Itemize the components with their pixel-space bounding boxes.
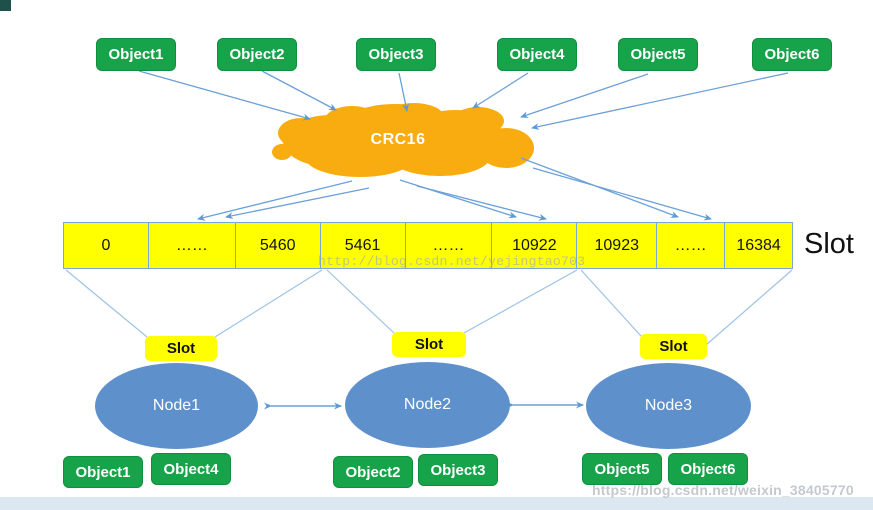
node3-object-box-2: Object6 bbox=[668, 453, 748, 485]
slot-cell: …… bbox=[657, 223, 726, 268]
slot-cell: …… bbox=[406, 223, 493, 268]
node-link-arrows bbox=[264, 401, 584, 410]
slot-cell: 5461 bbox=[321, 223, 406, 268]
node3-object-box-1: Object5 bbox=[582, 453, 662, 485]
cloud-to-table-arrows bbox=[197, 157, 712, 221]
object-box-2: Object2 bbox=[217, 38, 297, 71]
object-box-6: Object6 bbox=[752, 38, 832, 71]
object-to-cloud-arrows bbox=[138, 70, 789, 130]
object-box-5: Object5 bbox=[618, 38, 698, 71]
slot-badge-node1: Slot bbox=[145, 336, 217, 361]
node2-object-box-1: Object2 bbox=[333, 456, 413, 488]
slot-cell: 16384 bbox=[736, 236, 781, 254]
corner-marker-square bbox=[0, 0, 11, 11]
crc16-cloud-shape bbox=[272, 103, 534, 177]
object-box-3: Object3 bbox=[356, 38, 436, 71]
slot-cell: …… bbox=[149, 223, 236, 268]
slot-badge-node3: Slot bbox=[640, 334, 707, 359]
slot-table: 0 …… 5460 5461 …… 10922 10923 …… 16384 bbox=[63, 222, 793, 269]
slot-cell: 10923 bbox=[577, 223, 658, 268]
node-ellipse-2: Node2 bbox=[345, 362, 510, 448]
slot-cell: 5460 bbox=[236, 223, 321, 268]
node1-object-box-2: Object4 bbox=[151, 453, 231, 485]
crc16-label: CRC16 bbox=[370, 131, 426, 148]
slot-badge-node2: Slot bbox=[392, 332, 466, 357]
slot-row-label: Slot bbox=[804, 228, 854, 260]
table-to-slot-lines bbox=[65, 269, 793, 346]
object-box-1: Object1 bbox=[96, 38, 176, 71]
bottom-scroll-strip bbox=[0, 497, 873, 510]
slot-cell: 10922 bbox=[492, 223, 578, 268]
node1-object-box-1: Object1 bbox=[63, 456, 143, 488]
watermark-center: http://blog.csdn.net/yejingtao703 bbox=[318, 254, 586, 269]
node2-object-box-2: Object3 bbox=[418, 454, 498, 486]
object-box-4: Object4 bbox=[497, 38, 577, 71]
node-ellipse-1: Node1 bbox=[95, 363, 258, 449]
node-ellipse-3: Node3 bbox=[586, 363, 751, 449]
watermark-bottom-right: https://blog.csdn.net/weixin_38405770 bbox=[592, 482, 854, 498]
slot-cell: 0 bbox=[64, 223, 149, 268]
